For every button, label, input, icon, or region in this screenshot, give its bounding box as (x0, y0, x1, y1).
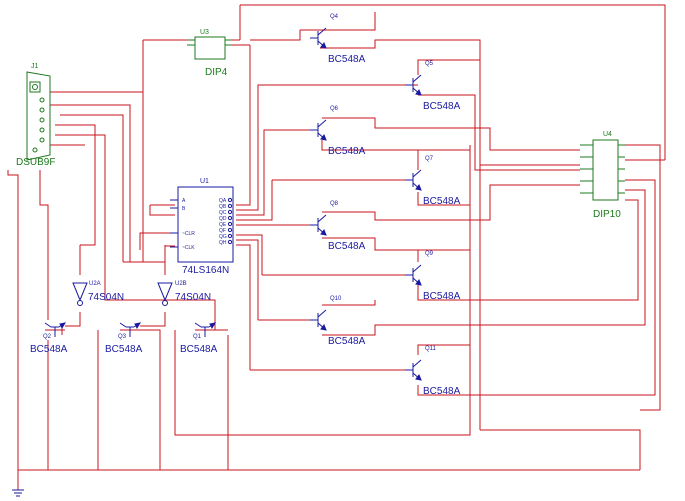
u2b-value: 74S04N (175, 292, 211, 303)
transistor-value: BC548A (423, 386, 461, 397)
transistor-value: BC548A (30, 344, 68, 355)
transistor-ref: Q4 (330, 14, 339, 20)
u1-value: 74LS164N (182, 265, 229, 276)
u1-pin-dot (227, 215, 233, 221)
transistor-ref: Q5 (425, 61, 434, 67)
u1-pin-qc: QC (219, 210, 227, 216)
transistor-value: BC548A (423, 291, 461, 302)
u1-pin-qh: QH (219, 240, 227, 246)
ground-icon (12, 489, 24, 497)
transistor-ref: Q7 (425, 156, 434, 162)
transistor-value: BC548A (328, 54, 366, 65)
transistor-ref: Q6 (330, 106, 339, 112)
u1-pin-qb: QB (219, 204, 227, 210)
transistor-value: BC548A (105, 344, 143, 355)
wire-net (7, 4, 666, 490)
transistor-value: BC548A (328, 146, 366, 157)
u1-pin-dot (227, 209, 233, 215)
u4-value: DIP10 (593, 209, 621, 220)
inverter-u2b: U2B 74S04N (157, 281, 211, 306)
u1-pin-dot (227, 239, 233, 245)
u2b-ref: U2B (175, 281, 187, 287)
j1-ref: J1 (31, 63, 39, 70)
u1-ref: U1 (200, 178, 209, 185)
u1-pin-dot (227, 197, 233, 203)
transistor-ref: Q9 (425, 251, 434, 257)
connector-j1: J1 DSUB9F (16, 63, 55, 168)
inverter-u2a: U2A 74S04N (72, 281, 124, 306)
transistor-ref: Q3 (118, 334, 127, 340)
u3-ref: U3 (200, 29, 209, 36)
transistor-ref: Q2 (43, 334, 52, 340)
u1-pin-dot (227, 203, 233, 209)
u4-ref: U4 (603, 131, 612, 138)
u1-pin-qa: QA (219, 198, 227, 204)
u2a-ref: U2A (89, 281, 101, 287)
transistor-ref: Q10 (330, 296, 342, 302)
u2a-value: 74S04N (88, 292, 124, 303)
transistor-value: BC548A (328, 241, 366, 252)
transistor-value: BC548A (423, 196, 461, 207)
u1-pin-qf: QF (219, 228, 226, 234)
u1-pin-clr: ~CLR (182, 231, 195, 237)
u1-pin-b: B (182, 206, 186, 212)
j1-value: DSUB9F (16, 157, 55, 168)
transistor-ref: Q1 (193, 334, 202, 340)
u3-value: DIP4 (205, 67, 228, 78)
transistor-value: BC548A (328, 336, 366, 347)
u1-pin-dot (227, 221, 233, 227)
u1-pin-qd: QD (219, 216, 227, 222)
u1-pin-qe: QE (219, 222, 227, 228)
u1-pin-clk: ~CLK (182, 245, 195, 251)
connector-u4: U4 DIP10 (580, 131, 625, 220)
transistor-value: BC548A (423, 101, 461, 112)
u1-pin-qg: QG (219, 234, 227, 240)
transistor-ref: Q11 (425, 346, 437, 352)
connector-u3: U3 DIP4 (187, 29, 232, 78)
transistor-ref: Q8 (330, 201, 339, 207)
u1-pin-dot (227, 233, 233, 239)
u1-pin-dot (227, 227, 233, 233)
u1-pin-a: A (182, 198, 186, 204)
transistor-value: BC548A (180, 344, 218, 355)
